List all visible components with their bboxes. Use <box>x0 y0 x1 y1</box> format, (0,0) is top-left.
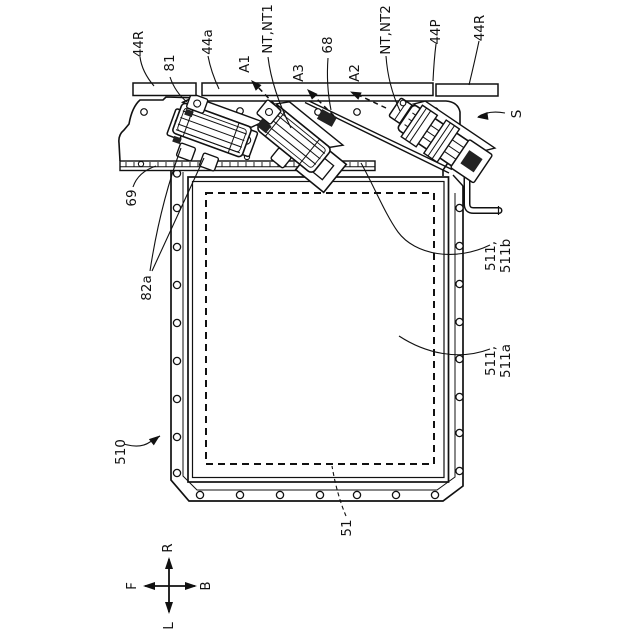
label-nt-nt1: NT,NT1 <box>260 4 276 54</box>
battery-case <box>170 168 464 502</box>
connector-right <box>388 97 497 184</box>
label-511b-2: 511b <box>498 239 514 273</box>
harness-clip <box>316 109 338 127</box>
label-511b-1: 511, <box>483 241 499 271</box>
reference-labels: 44R 81 44a NT,NT1 A1 A3 68 A2 NT,NT2 44P… <box>113 4 525 536</box>
seal-line <box>205 192 435 465</box>
label-68: 68 <box>320 36 336 53</box>
label-nt-nt2: NT,NT2 <box>378 5 394 55</box>
label-a2: A2 <box>347 64 363 82</box>
label-a1: A1 <box>237 55 253 73</box>
label-44a: 44a <box>200 29 216 54</box>
label-44r-right: 44R <box>472 15 488 42</box>
rail-left <box>132 82 197 97</box>
label-44p: 44P <box>428 19 444 44</box>
rail-middle <box>201 82 434 97</box>
leader-lines <box>123 40 506 517</box>
label-44r-left: 44R <box>131 31 147 58</box>
connector-middle <box>256 99 348 194</box>
hook-bracket <box>459 163 503 215</box>
label-a3: A3 <box>291 64 307 82</box>
label-81: 81 <box>162 54 178 71</box>
label-82a: 82a <box>139 275 155 300</box>
label-69: 69 <box>124 189 140 206</box>
label-511a-1: 511, <box>483 346 499 376</box>
label-510: 510 <box>113 439 129 465</box>
bolt-holes <box>172 169 464 500</box>
compass-left: F <box>124 582 140 590</box>
label-51: 51 <box>339 519 355 536</box>
label-511a-2: 511a <box>498 344 514 378</box>
label-s: S <box>509 110 525 119</box>
compass-up: R <box>160 543 176 552</box>
compass-down: L <box>161 622 177 630</box>
rail-right <box>435 83 499 97</box>
connector-left <box>166 93 265 172</box>
compass-right: B <box>198 581 214 590</box>
compass: R L F B <box>124 543 214 629</box>
